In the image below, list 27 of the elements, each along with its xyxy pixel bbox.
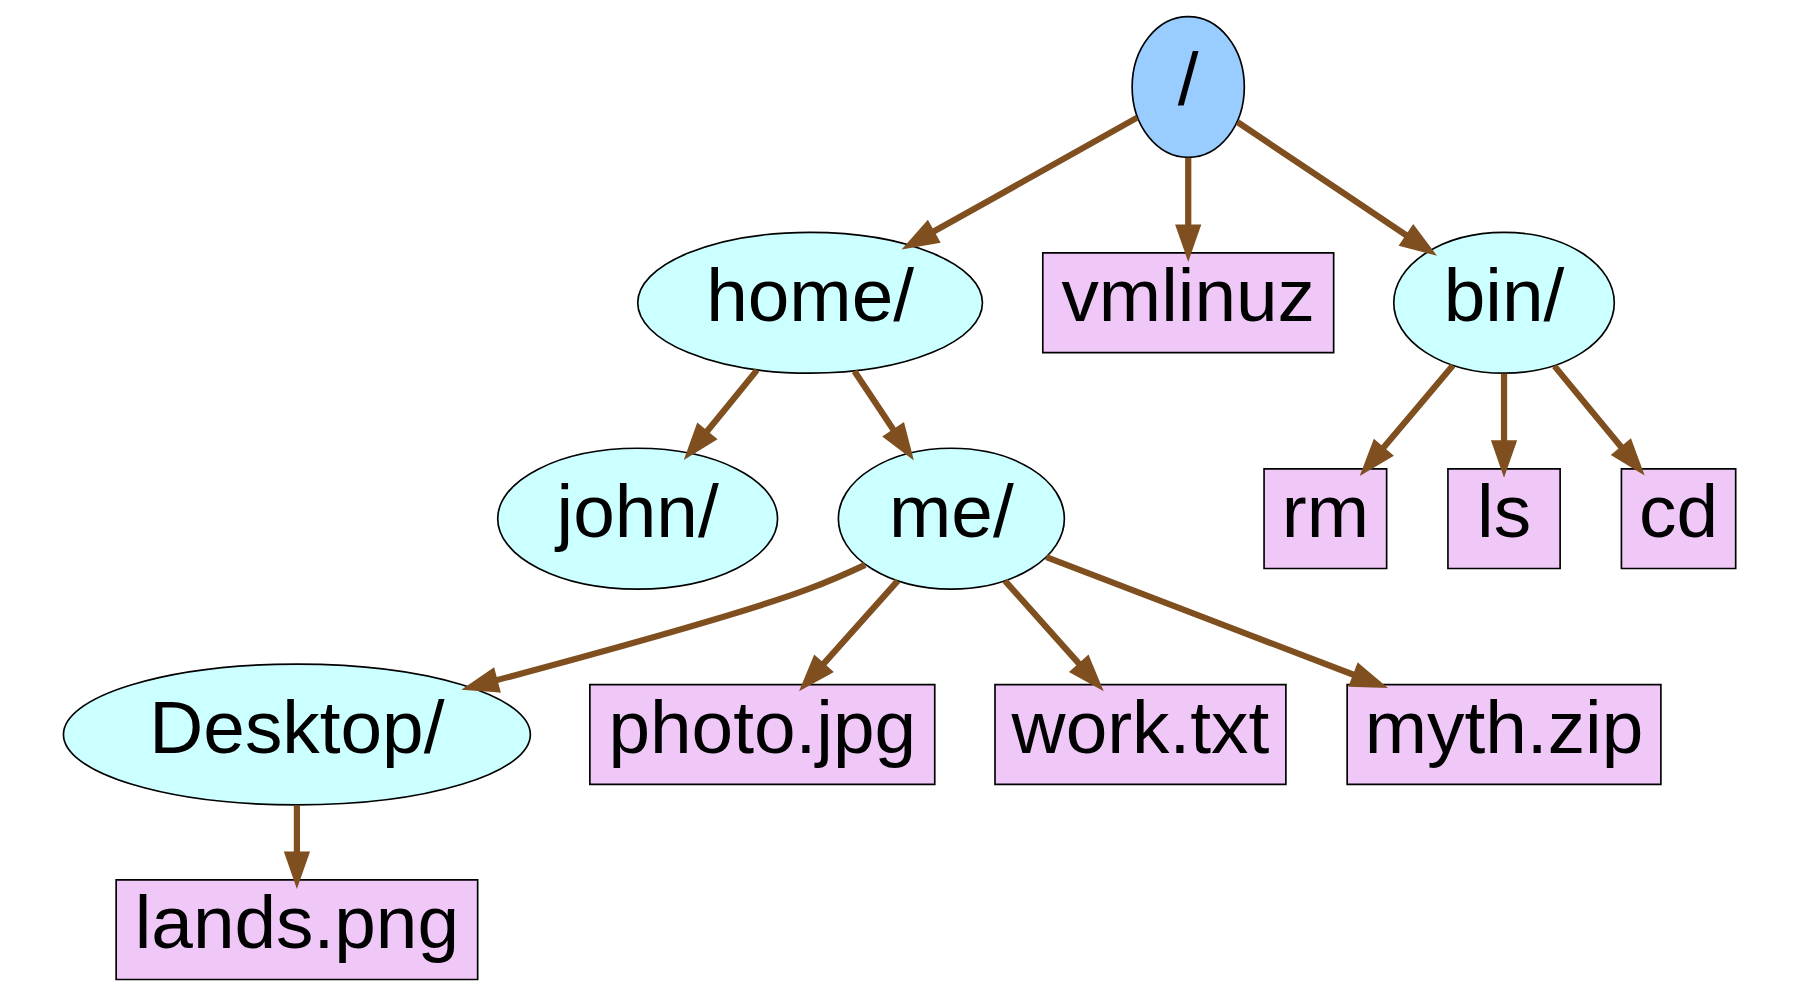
node-ellipse: Desktop/ [62, 663, 531, 806]
node-box: cd [1620, 467, 1736, 570]
node-ellipse: me/ [837, 447, 1065, 590]
node-ellipse: bin/ [1392, 231, 1615, 375]
node-box: photo.jpg [588, 683, 936, 786]
node-box: rm [1262, 467, 1387, 570]
arrow [1490, 373, 1517, 478]
arrow [1174, 157, 1201, 262]
arrow [283, 805, 310, 890]
arrow [460, 562, 867, 693]
node-box: vmlinuz [1041, 252, 1334, 354]
arrow [1044, 554, 1388, 688]
node-box: lands.png [114, 878, 478, 981]
node-box: ls [1446, 467, 1561, 570]
node-box: work.txt [993, 683, 1287, 786]
arrow [683, 368, 759, 460]
node-ellipse: / [1130, 15, 1245, 159]
node-ellipse: home/ [636, 231, 983, 375]
arrow [1551, 364, 1645, 476]
arrow [798, 578, 900, 692]
arrow [1002, 578, 1104, 692]
node-ellipse: john/ [496, 447, 778, 590]
node-box: myth.zip [1345, 683, 1662, 786]
arrow [1235, 119, 1437, 256]
arrow [1359, 363, 1455, 476]
arrow [851, 369, 914, 461]
arrow [901, 114, 1139, 250]
